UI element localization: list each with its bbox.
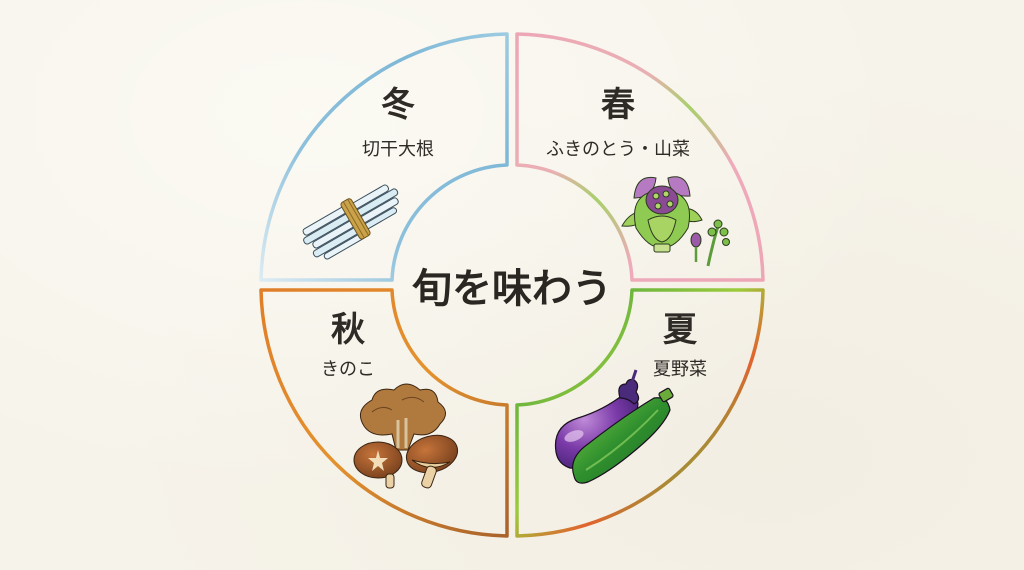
spring-season-label: 春 xyxy=(601,85,635,125)
summer-food-label: 夏野菜 xyxy=(653,359,707,380)
quadrant-winter xyxy=(259,32,509,282)
summer-segment-outline xyxy=(515,288,765,538)
kiriboshi-daikon-icon xyxy=(302,184,399,260)
summer-season-label: 夏 xyxy=(663,310,698,350)
center-title: 旬を味わう xyxy=(412,265,612,312)
quadrant-spring xyxy=(515,32,765,282)
quadrant-summer xyxy=(515,288,765,538)
eggplant-zucchini-icon xyxy=(554,369,674,484)
fukinotou-sansai-icon xyxy=(621,176,730,267)
autumn-segment-outline xyxy=(259,288,509,538)
autumn-food-label: きのこ xyxy=(321,359,375,380)
autumn-season-label: 秋 xyxy=(331,310,365,350)
spring-segment-outline xyxy=(515,32,765,282)
mushrooms-icon xyxy=(353,383,459,489)
quadrant-autumn xyxy=(259,288,509,538)
winter-season-label: 冬 xyxy=(381,85,415,125)
spring-food-label: ふきのとう・山菜 xyxy=(546,139,690,160)
winter-food-label: 切干大根 xyxy=(362,139,434,160)
winter-segment-outline xyxy=(259,32,509,282)
